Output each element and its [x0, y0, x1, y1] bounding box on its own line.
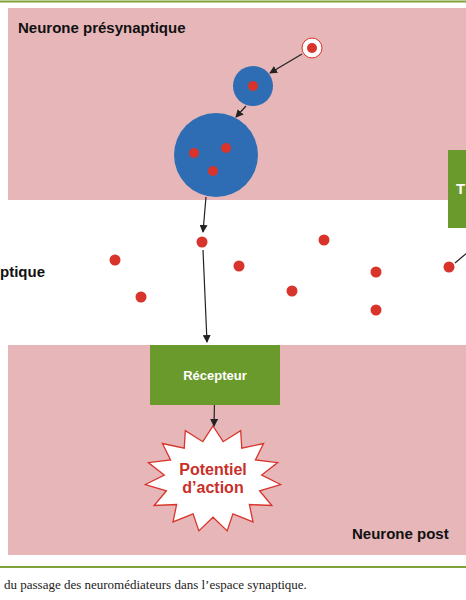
top-rule: [0, 1, 466, 3]
neurotransmitter-dot: [287, 286, 298, 297]
reuptake-line: [455, 252, 466, 263]
node-text: Récepteur: [183, 368, 247, 383]
flow-arrow: [236, 106, 246, 117]
node-text: Potentiel d’action: [173, 461, 253, 497]
neurotransmitter-dot: [371, 305, 382, 316]
action-potential-burst: Potentiel d’action: [145, 426, 281, 532]
neurotransmitter-dot: [319, 235, 330, 246]
neurotransmitter-dot: [307, 43, 317, 53]
neurotransmitter-precursor: [302, 38, 322, 58]
figure-caption: du passage des neuromédiateurs dans l’es…: [4, 577, 307, 593]
flow-arrow: [213, 405, 215, 426]
node-text: T: [456, 180, 465, 197]
region-label: ptique: [0, 263, 45, 280]
neurotransmitter-dot: [221, 143, 231, 153]
transporter-box: T: [448, 150, 466, 228]
neurotransmitter-dot: [234, 261, 245, 272]
flow-arrow: [203, 250, 207, 342]
neurotransmitter-dot: [136, 292, 147, 303]
presynaptic-band: Neurone présynaptique: [8, 8, 466, 200]
neurotransmitter-dot: [371, 267, 382, 278]
postsynaptic-band: Neurone post RécepteurPotentiel d’action: [8, 345, 466, 555]
node-text: Neurone présynaptique: [18, 19, 186, 36]
neurotransmitter-dot: [189, 148, 199, 158]
flow-arrow: [203, 197, 206, 232]
neurotransmitter-dot: [197, 237, 208, 248]
node-text: Neurone post: [352, 525, 449, 542]
burst-shape: [145, 426, 280, 531]
bottom-rule: [0, 566, 466, 568]
neurotransmitter-dot: [110, 255, 121, 266]
flow-arrow: [270, 54, 302, 73]
small-vesicle: [233, 66, 273, 106]
neurotransmitter-dot: [444, 262, 455, 273]
large-vesicle: [174, 113, 258, 197]
neurotransmitter-dot: [248, 81, 258, 91]
receptor-box: Récepteur: [150, 345, 280, 405]
neurotransmitter-dot: [208, 166, 218, 176]
